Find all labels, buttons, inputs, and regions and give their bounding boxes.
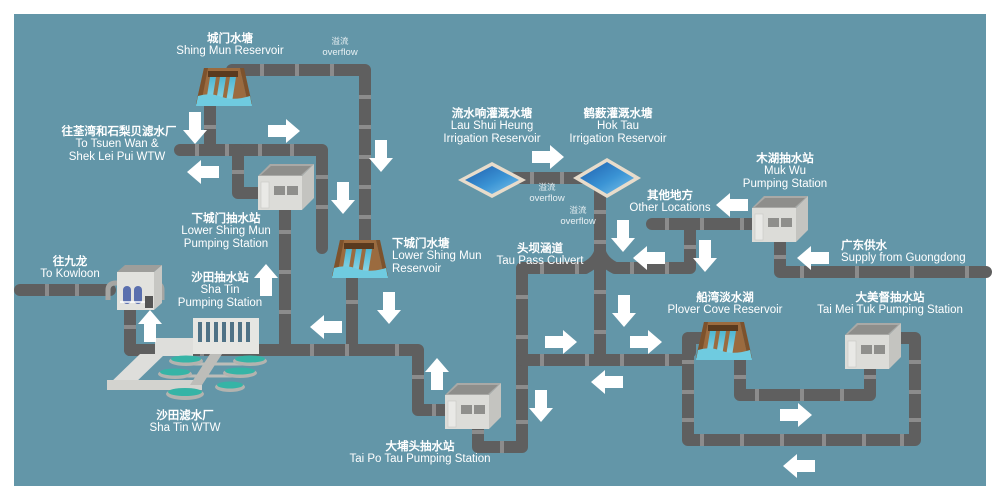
flow-arrow-icon [369,140,393,172]
label-tau-pass-culvert: 头坝涵道 Tau Pass Culvert [490,242,590,268]
label-overflow-top: 溢流 overflow [315,37,365,58]
label-sha-tin-wtw: 沙田滤水厂 Sha Tin WTW [140,409,230,435]
flow-arrow-icon [612,295,636,327]
label-en: Lower Shing Mun [392,249,482,262]
label-zh: 溢流 [331,37,349,47]
flow-arrow-icon [529,390,553,422]
label-lower-shing-mun-pumping: 下城门抽水站 Lower Shing Mun Pumping Station [172,212,280,251]
label-en: Lau Shui Heung [450,119,534,132]
label-en: Irrigation Reservoir [569,132,667,145]
shing-mun-dam-icon [196,68,252,106]
label-muk-wu-pumping: 木湖抽水站 Muk Wu Pumping Station [735,152,835,191]
label-zh: 往九龙 [52,254,88,268]
flow-arrow-icon [716,193,748,217]
plover-cove-dam-icon [696,322,752,360]
label-en: Lower Shing Mun [181,224,271,237]
flow-arrow-icon [693,240,717,272]
label-en: Shek Lei Pui WTW [68,150,166,163]
label-zh: 沙田滤水厂 [156,408,214,422]
flow-arrow-icon [183,112,207,144]
hok-tau-pool-icon [573,158,641,198]
label-zh: 往荃湾和石梨贝滤水厂 [61,124,177,138]
label-en: Tai Po Tau Pumping Station [349,452,491,465]
flow-arrow-icon [780,403,812,427]
label-zh: 木湖抽水站 [756,151,814,165]
label-zh: 广东供水 [841,238,887,252]
label-overflow-mid2: 溢流 overflow [553,206,603,227]
flow-arrow-icon [591,370,623,394]
label-other-locations: 其他地方 Other Locations [620,189,720,215]
label-lau-shui-heung: 流水响灌溉水塘 Lau Shui Heung Irrigation Reserv… [432,107,552,146]
pipe-plover-cove-loop [682,332,921,446]
label-zh: 下城门抽水站 [191,211,261,225]
flow-arrow-icon [532,145,564,169]
flow-arrow-icon [425,358,449,390]
label-plover-cove: 船湾淡水湖 Plover Cove Reservoir [660,291,790,317]
label-tai-mei-tuk-pumping: 大美督抽水站 Tai Mei Tuk Pumping Station [805,291,975,317]
label-en: Pumping Station [742,177,828,190]
label-en: Other Locations [629,201,711,214]
flow-arrow-icon [331,182,355,214]
sha-tin-pumping-station-icon [105,265,165,310]
label-en: To Tsuen Wan & [75,137,159,150]
label-en: Shing Mun Reservoir [176,44,284,57]
flow-arrow-icon [377,292,401,324]
label-to-kowloon: 往九龙 To Kowloon [30,255,110,281]
label-en: Reservoir [392,262,442,275]
flow-arrow-icon [611,220,635,252]
tai-po-tau-pump-icon [444,382,502,430]
pipe-guangdong [774,234,992,278]
pipe-to-lower-sm-pump [232,144,268,199]
label-en: overflow [322,46,358,58]
label-en: Hok Tau [597,119,639,132]
label-en: Sha Tin [200,283,240,296]
label-en: overflow [560,215,596,227]
label-zh: 流水响灌溉水塘 [451,106,533,120]
label-lower-shing-mun-reservoir: 下城门水塘 Lower Shing Mun Reservoir [392,237,482,276]
label-zh: 头坝涵道 [517,241,563,255]
label-supply-guangdong: 广东供水 Supply from Guongdong [841,239,966,265]
label-en: Tau Pass Culvert [496,254,584,267]
lau-shui-heung-pool-icon [458,162,526,198]
label-en: Pumping Station [177,296,263,309]
label-en: Sha Tin WTW [149,421,221,434]
label-en: Supply from Guongdong [841,251,966,264]
label-overflow-mid1: 溢流 overflow [522,183,572,204]
label-en: Plover Cove Reservoir [667,303,783,316]
flow-arrow-icon [310,315,342,339]
label-shing-mun-reservoir: 城门水塘 Shing Mun Reservoir [170,32,290,58]
flow-arrow-icon [630,330,662,354]
label-zh: 大美督抽水站 [855,290,925,304]
sha-tin-wtw-icon [107,318,267,400]
lower-shing-mun-dam-icon [332,240,388,278]
label-tai-po-tau-pumping: 大埔头抽水站 Tai Po Tau Pumping Station [330,440,510,466]
label-zh: 船湾淡水湖 [696,290,754,304]
lower-shing-mun-pump-icon [257,163,315,211]
label-en: overflow [529,192,565,204]
label-en: Tai Mei Tuk Pumping Station [817,303,963,316]
label-hok-tau: 鹤薮灌溉水塘 Hok Tau Irrigation Reservoir [558,107,678,146]
label-zh: 下城门水塘 [392,236,450,250]
label-zh: 溢流 [569,206,587,216]
flow-arrow-icon [187,160,219,184]
label-zh: 其他地方 [647,188,693,202]
label-zh: 沙田抽水站 [191,270,249,284]
label-sha-tin-pumping: 沙田抽水站 Sha Tin Pumping Station [170,271,270,310]
label-to-tsuen-wan: 往荃湾和石梨贝滤水厂 To Tsuen Wan & Shek Lei Pui W… [52,125,182,164]
flow-arrow-icon [545,330,577,354]
label-en: Muk Wu [764,164,806,177]
tai-mei-tuk-pump-icon [844,322,902,370]
label-zh: 城门水塘 [207,31,253,45]
flow-arrow-icon [138,310,162,342]
flow-arrow-icon [783,454,815,478]
label-en: Pumping Station [183,237,269,250]
flow-arrow-icon [268,119,300,143]
label-en: To Kowloon [40,267,100,280]
muk-wu-pump-icon [751,195,809,243]
label-en: Irrigation Reservoir [443,132,541,145]
label-zh: 大埔头抽水站 [385,439,455,453]
label-zh: 溢流 [538,183,556,193]
label-zh: 鹤薮灌溉水塘 [583,106,653,120]
